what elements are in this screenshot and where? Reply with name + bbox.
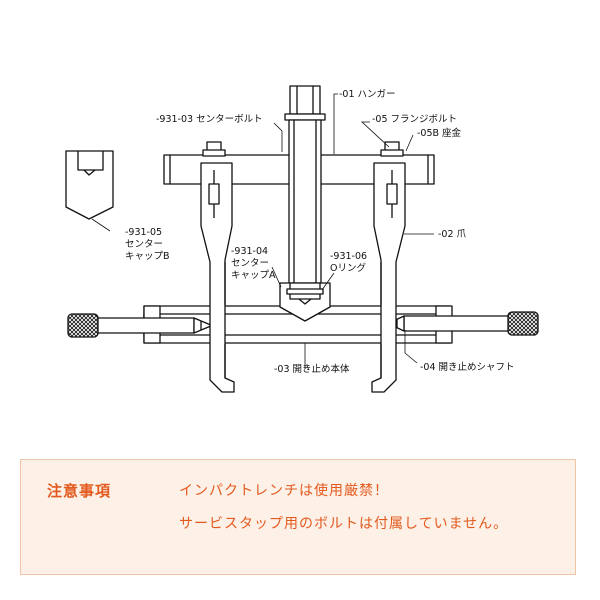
flange-bolt-right bbox=[380, 141, 404, 205]
leader-center-bolt bbox=[273, 122, 283, 152]
label-claw: -02 爪 bbox=[438, 229, 467, 240]
spreader-shaft-right bbox=[387, 311, 539, 336]
puller-parts-diagram: -01 ハンガー -931-03 センターボルト -05 フランジボルト -05… bbox=[65, 85, 539, 393]
label-center-bolt: -931-03 センターボルト bbox=[156, 114, 263, 125]
label-washer: -05B 座金 bbox=[417, 127, 462, 139]
center-cap-b-part bbox=[65, 150, 114, 220]
caution-bolts-not-included: サービスタップ用のボルトは付属していません。 bbox=[179, 516, 509, 532]
label-hanger: -01 ハンガー bbox=[339, 89, 396, 100]
label-flange-bolt: -05 フランジボルト bbox=[372, 114, 457, 125]
leader-shaft bbox=[404, 330, 418, 364]
leader-cap-a bbox=[271, 266, 282, 288]
label-o-ring: -931-06 Oリング bbox=[330, 251, 370, 274]
spreader-shaft-left bbox=[67, 313, 213, 338]
claw-right bbox=[371, 162, 406, 393]
leader-washer bbox=[405, 134, 414, 152]
label-body: -03 開き止め本体 bbox=[274, 363, 350, 375]
leader-cap-b bbox=[91, 218, 111, 232]
label-cap-b: -931-05 センター キャップB bbox=[125, 227, 170, 262]
leader-o-ring bbox=[321, 272, 335, 291]
leader-flange-bolt bbox=[360, 121, 390, 148]
label-shaft: -04 開き止めシャフト bbox=[420, 361, 515, 373]
center-bolt-part bbox=[284, 85, 326, 284]
claw-left bbox=[200, 162, 235, 393]
caution-heading: 注意事項 bbox=[47, 482, 112, 500]
caution-notice: 注意事項 インパクトレンチは使用厳禁！ サービスタップ用のボルトは付属していませ… bbox=[20, 459, 576, 575]
flange-bolt-left bbox=[202, 141, 226, 205]
o-ring-part bbox=[286, 288, 324, 295]
leader-hanger bbox=[333, 93, 338, 154]
caution-impact-wrench: インパクトレンチは使用厳禁！ bbox=[179, 483, 389, 499]
label-cap-a: -931-04 センター キャップA bbox=[231, 246, 276, 281]
